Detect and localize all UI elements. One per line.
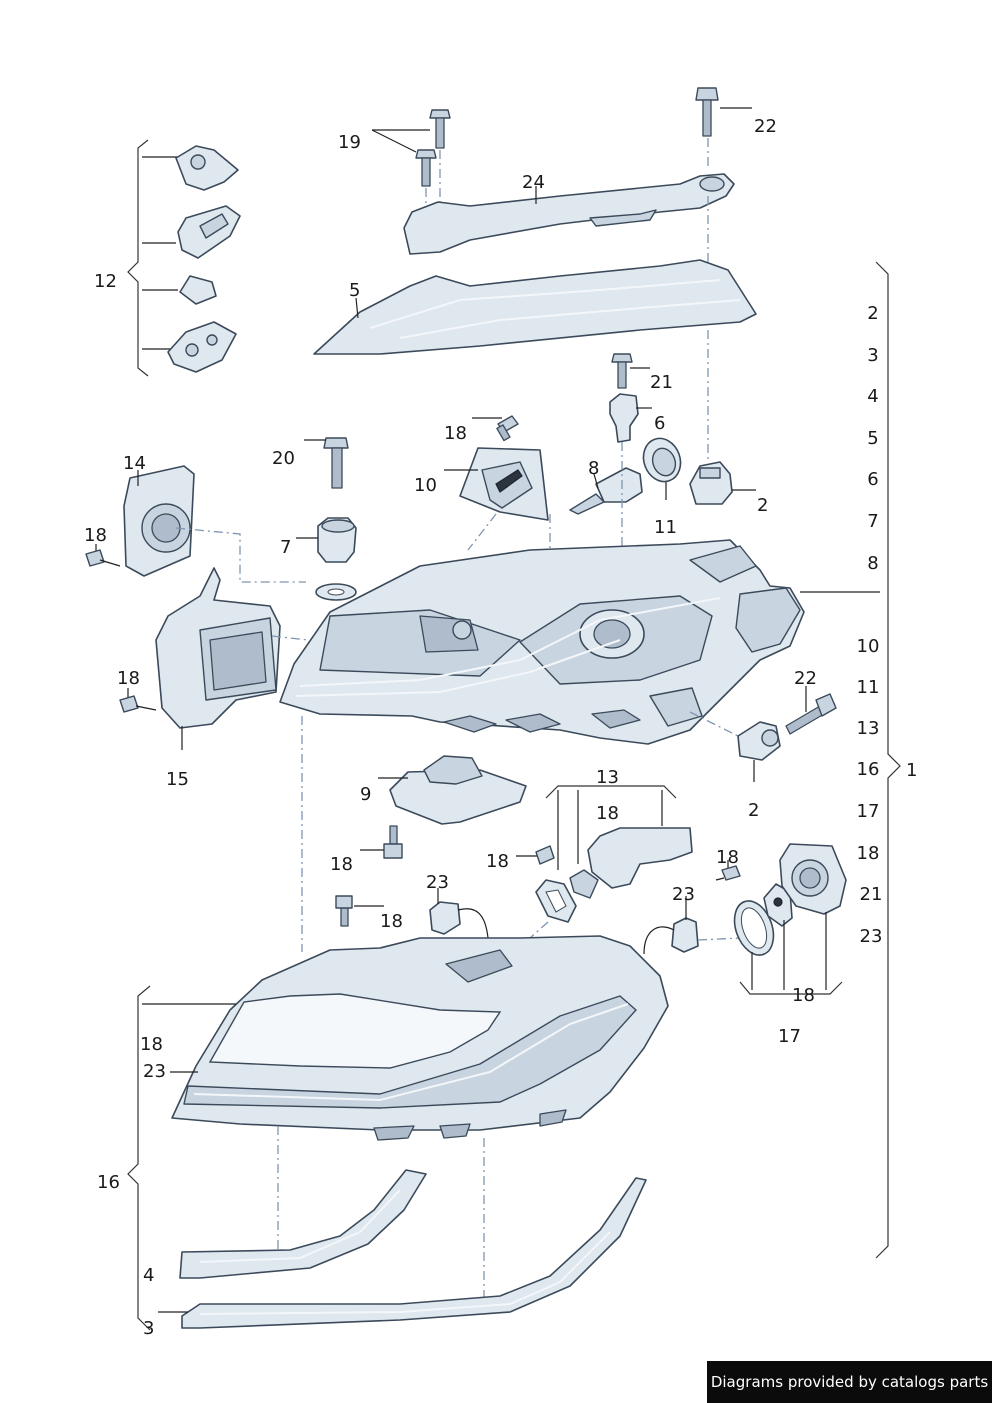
callout-labels: 19 24 22 12 5 21 18 6 14 20 8 10 2 18 11…: [84, 116, 917, 1339]
holder-2-top: [689, 461, 756, 505]
list-1-item: 16: [857, 759, 880, 780]
callout-18-f: 18: [380, 911, 403, 932]
callout-18-a: 18: [444, 423, 467, 444]
screw-18-a: [472, 415, 519, 442]
callout-18-g: 18: [716, 847, 739, 868]
callout-9: 9: [360, 784, 371, 805]
callout-2-bottom: 2: [748, 800, 759, 821]
callout-18-c: 18: [117, 668, 140, 689]
list-1-item: 21: [860, 884, 883, 905]
list-1-item: 11: [857, 677, 880, 698]
bracket-1: [875, 261, 901, 1259]
list-1-item: 5: [867, 428, 878, 449]
callout-18-h: 18: [792, 985, 815, 1006]
screw-21: [611, 353, 650, 389]
callout-14: 14: [123, 453, 146, 474]
group-1-list: 2 3 4 5 6 7 8 10 11 13 16 17 18 21 23: [857, 303, 883, 947]
callout-11: 11: [654, 517, 677, 538]
bulb-8: [569, 467, 643, 515]
trim-strip-3: [181, 1177, 647, 1329]
holder-2-bottom: [737, 721, 781, 782]
callout-19: 19: [338, 132, 361, 153]
trim-strip-4: [179, 1169, 427, 1279]
callout-5: 5: [349, 280, 360, 301]
callout-21: 21: [650, 372, 673, 393]
callout-16: 16: [97, 1172, 120, 1193]
clip-set-12: [127, 139, 241, 377]
headlight-housing: [279, 539, 805, 745]
screw-18-d: [360, 825, 403, 859]
screw-18-b: [85, 544, 121, 567]
callout-18-e: 18: [486, 851, 509, 872]
callout-10: 10: [414, 475, 437, 496]
list-1-item: 7: [867, 511, 878, 532]
callout-15: 15: [166, 769, 189, 790]
callout-1: 1: [906, 760, 917, 781]
light-module-14: [123, 465, 195, 577]
seal-set-13: [535, 785, 693, 923]
light-module-set-17: [733, 843, 847, 995]
callout-13: 13: [596, 767, 619, 788]
callout-18-e-top: 18: [596, 803, 619, 824]
screws-19: [371, 109, 451, 187]
list-1-item: 13: [857, 718, 880, 739]
cap-11: [642, 437, 682, 500]
connector-23-right: [643, 896, 699, 955]
upper-bracket-24: [403, 173, 735, 255]
callout-16-item-18: 18: [140, 1034, 163, 1055]
list-1-item: 2: [867, 303, 878, 324]
callout-18-b: 18: [84, 525, 107, 546]
callout-3: 3: [143, 1318, 154, 1339]
list-1-item: 17: [857, 801, 880, 822]
callout-22-bottom: 22: [794, 668, 817, 689]
list-1-item: 8: [867, 553, 878, 574]
callout-6: 6: [654, 413, 665, 434]
callout-22-top: 22: [754, 116, 777, 137]
screw-18-c: [119, 688, 157, 713]
callout-7: 7: [280, 537, 291, 558]
screw-18-f: [335, 895, 384, 927]
callout-12: 12: [94, 271, 117, 292]
callout-24: 24: [522, 172, 545, 193]
lens-cover-16: [171, 935, 669, 1141]
callout-23-right: 23: [672, 884, 695, 905]
screw-20: [304, 437, 349, 489]
callout-16-item-23: 23: [143, 1061, 166, 1082]
cover-10: [444, 447, 549, 521]
callout-4: 4: [143, 1265, 154, 1286]
list-1-item: 18: [857, 843, 880, 864]
callout-2-top: 2: [757, 495, 768, 516]
control-unit-9: [378, 755, 527, 825]
list-1-item: 4: [867, 386, 878, 407]
bulb-holder-6: [609, 393, 652, 443]
screw-18-e: [516, 845, 555, 865]
bracket-16: [127, 985, 236, 1331]
list-1-item: 10: [857, 636, 880, 657]
callout-23-left: 23: [426, 872, 449, 893]
connector-23-left: [429, 888, 489, 939]
list-1-item: 3: [867, 345, 878, 366]
screw-22-bottom: [785, 686, 837, 735]
callout-17: 17: [778, 1026, 801, 1047]
screw-18-g: [715, 860, 741, 881]
callout-18-d: 18: [330, 854, 353, 875]
adjuster-7: [296, 517, 357, 563]
callout-20: 20: [272, 448, 295, 469]
list-1-item: 6: [867, 469, 878, 490]
callout-8: 8: [588, 458, 599, 479]
credit-banner: Diagrams provided by catalogs parts: [707, 1361, 992, 1403]
upper-trim-5: [313, 259, 757, 355]
list-1-item: 23: [860, 926, 883, 947]
screw-22-top: [695, 87, 752, 137]
light-module-15: [155, 567, 281, 750]
